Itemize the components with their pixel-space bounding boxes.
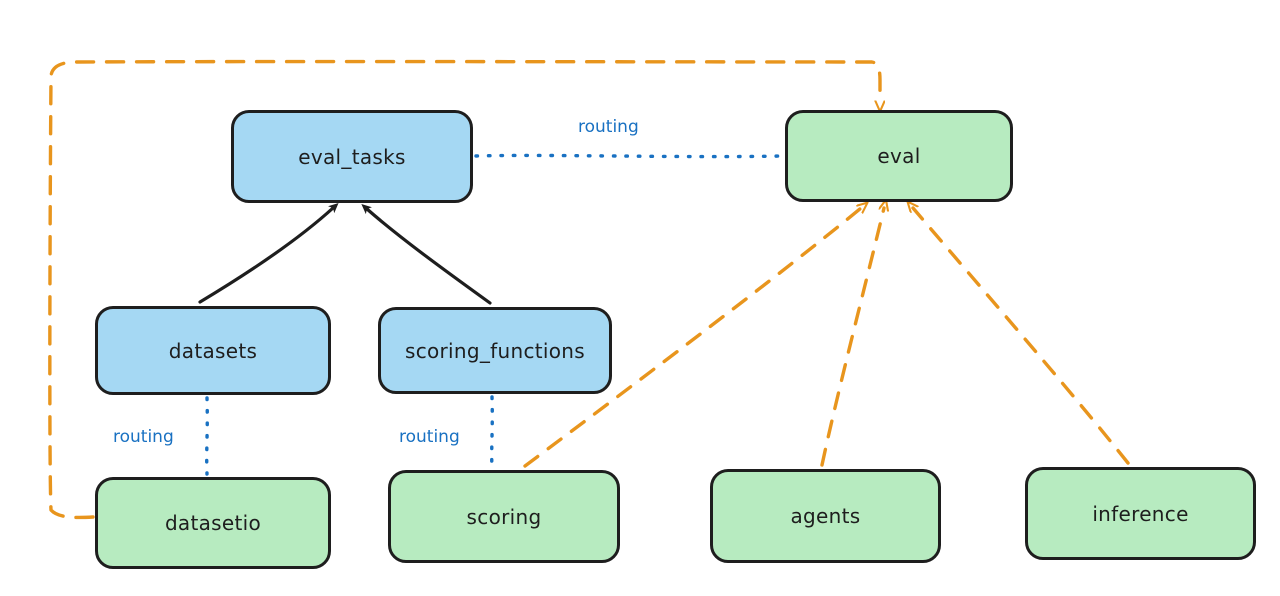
node-label-scoring-functions: scoring_functions (404, 338, 586, 363)
node-scoring-functions[interactable]: scoring_functions (378, 307, 612, 394)
edge-label-routing-scoring-functions-scoring: routing (399, 427, 460, 447)
edge-datasets-to-datasetio (205, 396, 209, 476)
edge-agents-to-eval (820, 208, 884, 467)
node-label-inference: inference (1092, 501, 1189, 526)
edge-scoring-to-eval (523, 208, 861, 468)
node-label-scoring: scoring (466, 504, 542, 529)
node-label-datasets: datasets (168, 338, 258, 363)
node-label-datasetio: datasetio (164, 511, 262, 535)
node-agents[interactable]: agents (710, 469, 941, 563)
node-eval-tasks[interactable]: eval_tasks (231, 110, 473, 203)
node-label-eval-tasks: eval_tasks (298, 144, 406, 169)
node-inference[interactable]: inference (1025, 467, 1256, 560)
edge-scoring-functions-to-scoring (490, 395, 494, 470)
node-scoring[interactable]: scoring (388, 470, 620, 563)
edge-inference-to-eval (913, 208, 1130, 465)
node-label-agents: agents (790, 504, 861, 528)
edge-label-routing-datasets-datasetio: routing (113, 427, 174, 447)
node-eval[interactable]: eval (785, 110, 1013, 202)
node-datasetio[interactable]: datasetio (95, 477, 331, 569)
edge-eval-tasks-to-eval (474, 153, 785, 159)
node-datasets[interactable]: datasets (95, 306, 331, 395)
node-label-eval: eval (877, 144, 921, 168)
edge-datasets-to-eval-tasks (198, 202, 339, 304)
edge-scoring-functions-to-eval-tasks (361, 204, 492, 305)
edge-datasetio-to-eval (48, 59, 880, 520)
edge-label-routing-eval-tasks-eval: routing (578, 117, 639, 137)
